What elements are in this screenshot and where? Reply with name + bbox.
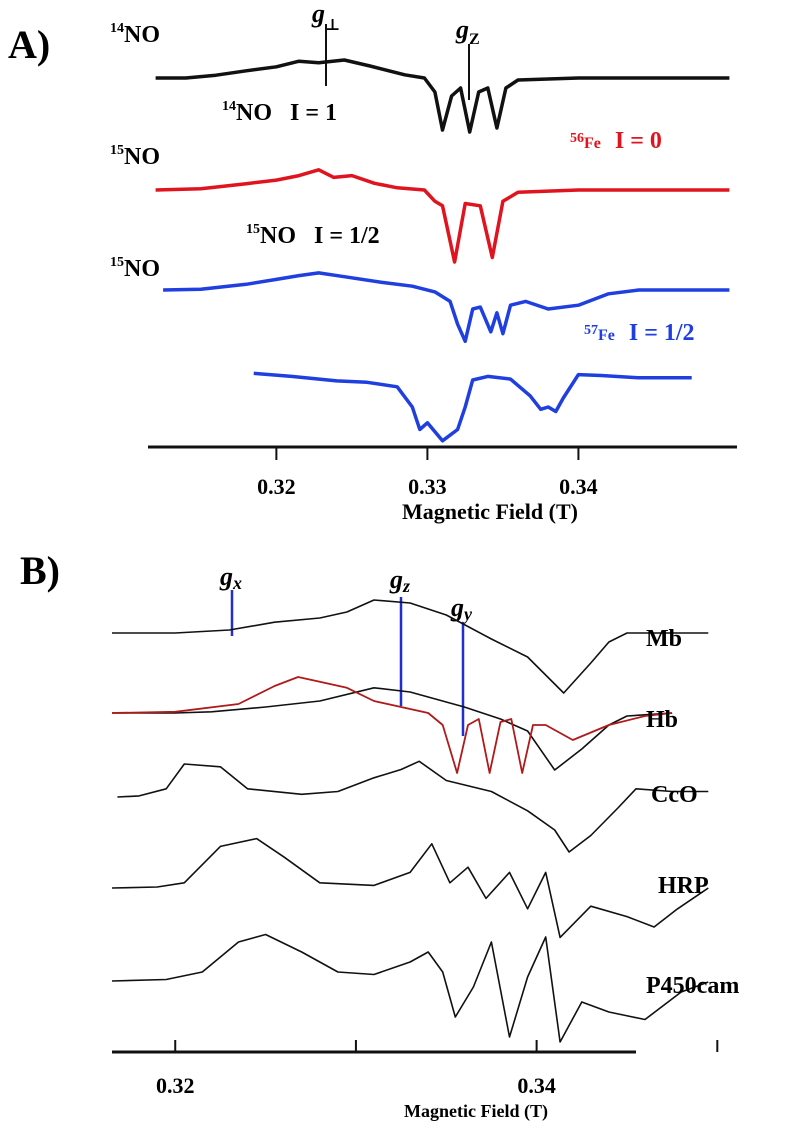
trace1-isotope-label: 14NO [110,21,160,48]
marker-b-gy-label: gy [450,593,473,624]
axis-a-tick-label: 0.32 [257,474,296,499]
series-label-mb: Mb [646,626,682,652]
series-label-hb: Hb [646,707,678,733]
trace-a-14no-56fe [155,58,730,134]
axis-a-tick-label: 0.34 [559,474,598,499]
trace-b-hrp [111,837,709,939]
marker-a-gz-label: gZ [455,15,480,48]
axis-b-tick-label: 0.34 [517,1073,556,1098]
trace-a-15no-56fe [155,168,730,264]
trace-b-cco [117,760,709,853]
panel-b-label: B) [20,548,60,593]
axis-a-xlabel: Magnetic Field (T) [402,499,578,524]
series-label-p450cam: P450cam [646,973,739,999]
axis-b-tick-label: 0.32 [156,1073,195,1098]
marker-b-gz-label: gz [389,565,410,596]
trace-b-p450cam [111,933,709,1043]
trace-b-mb [112,599,709,694]
trace-a-57fe-expanded [253,371,692,443]
panel-a-label: A) [8,22,50,67]
trace3-isotope-label: 15NO [110,255,160,282]
series-label-hrp: HRP [658,873,709,899]
trace-b-hb-red [111,676,673,774]
axis-a-tick-label: 0.33 [408,474,447,499]
trace2-isotope-label: 15NO [110,143,160,170]
marker-b-gx-label: gx [219,562,242,593]
trace-a-15no-57fe [163,271,730,344]
series-label-cco: CcO [651,782,698,808]
trace-b-hb [112,687,673,771]
marker-a-gperp-label: g⊥ [311,0,340,34]
axis-b-xlabel: Magnetic Field (T) [404,1101,548,1122]
